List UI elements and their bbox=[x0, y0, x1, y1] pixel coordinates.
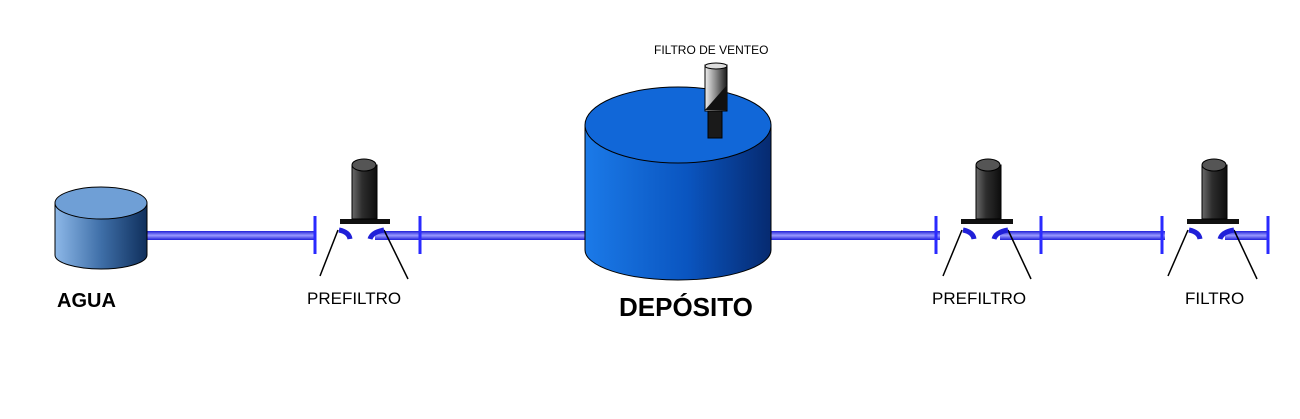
label-deposito: DEPÓSITO bbox=[619, 292, 753, 322]
filtro-housing bbox=[1167, 158, 1258, 280]
label-agua: AGUA bbox=[57, 290, 116, 312]
prefiltro-2-housing bbox=[942, 158, 1032, 280]
pipe-prefiltro-to-deposito bbox=[375, 231, 590, 240]
deposito-tank bbox=[584, 86, 772, 281]
label-prefiltro-1: PREFILTRO bbox=[307, 289, 401, 308]
agua-tank bbox=[54, 186, 148, 270]
label-filtro: FILTRO bbox=[1185, 289, 1244, 308]
label-filtro-de-venteo: FILTRO DE VENTEO bbox=[654, 43, 768, 57]
pipe-prefiltro-to-filtro bbox=[1000, 231, 1165, 240]
pipe-agua-to-prefiltro bbox=[145, 231, 315, 240]
pipe-deposito-to-prefiltro bbox=[765, 231, 940, 240]
label-prefiltro-2: PREFILTRO bbox=[932, 289, 1026, 308]
flanges bbox=[313, 216, 1270, 254]
pipes bbox=[145, 231, 1268, 240]
vent-filter bbox=[704, 62, 728, 139]
prefiltro-1-housing bbox=[319, 158, 409, 280]
pipe-filtro-outlet bbox=[1225, 231, 1268, 240]
